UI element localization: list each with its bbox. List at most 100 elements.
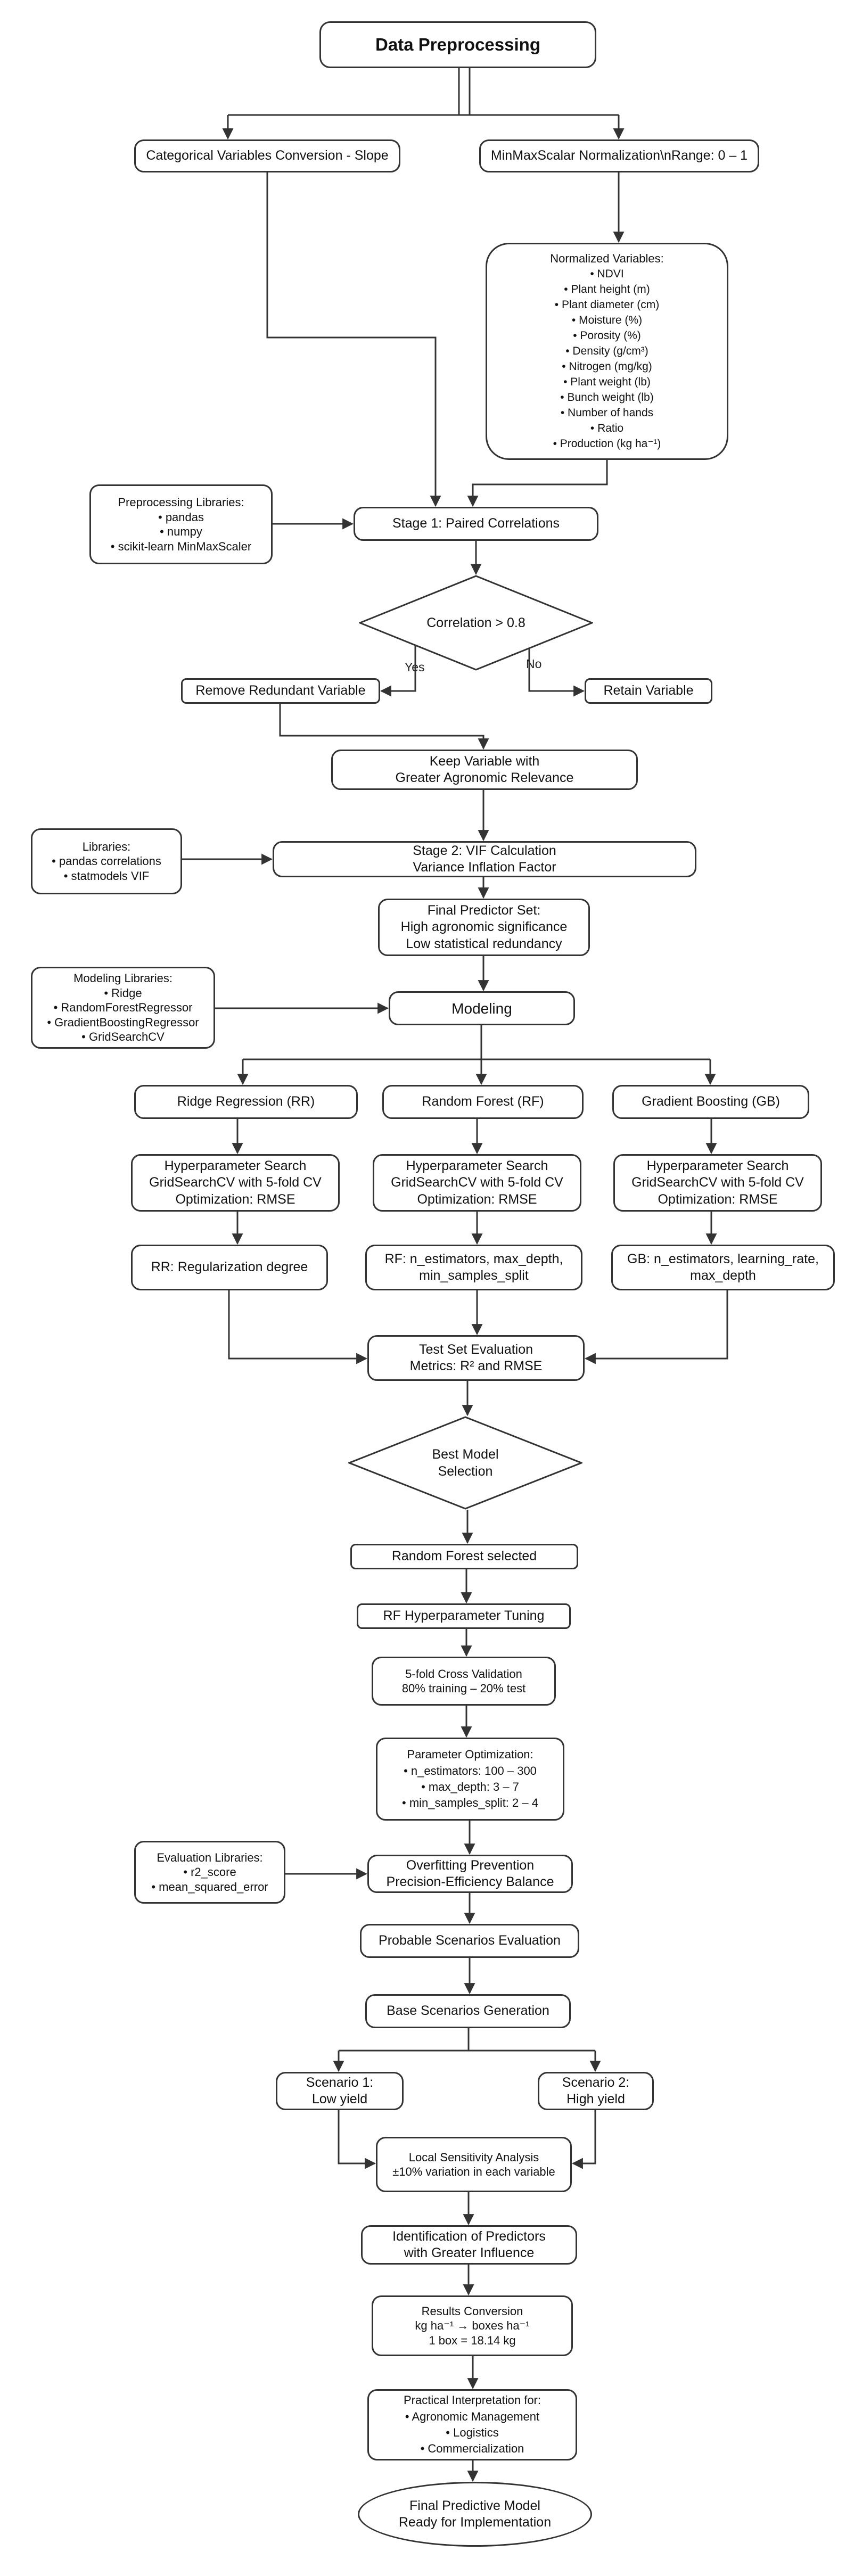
node-text-line: Low statistical redundancy — [406, 936, 562, 951]
node-text-line: Data Preprocessing — [375, 35, 540, 55]
node-text-line: • RandomForestRegressor — [53, 1001, 193, 1015]
node-text-line: • Ratio — [590, 422, 624, 435]
node-text-line: Precision-Efficiency Balance — [386, 1874, 554, 1889]
node-text-line: • min_samples_split: 2 – 4 — [402, 1796, 538, 1810]
node-libraries-vif: Libraries:• pandas correlations• statmod… — [31, 828, 182, 894]
node-scenario1: Scenario 1:Low yield — [276, 2072, 404, 2110]
node-text-line: Parameter Optimization: — [407, 1748, 533, 1762]
edge-scenario1-to-sensitivity — [338, 2110, 376, 2169]
edge-label-no: No — [526, 657, 542, 671]
node-modeling-libraries: Modeling Libraries:• Ridge• RandomForest… — [31, 967, 215, 1049]
node-text-line: • GradientBoostingRegressor — [47, 1015, 199, 1029]
node-text-line: Categorical Variables Conversion - Slope — [146, 148, 389, 163]
node-text-line: GridSearchCV with 5-fold CV — [391, 1175, 563, 1190]
node-text-line: Modeling — [451, 1000, 512, 1017]
node-practical-interpretation: Practical Interpretation for: • Agronomic… — [367, 2389, 577, 2460]
node-text-line: 1 box = 18.14 kg — [429, 2333, 516, 2347]
node-stage1: Stage 1: Paired Correlations — [354, 507, 598, 541]
node-text-line: • GridSearchCV — [81, 1030, 165, 1044]
node-minmax-normalization: MinMaxScalar Normalization\nRange: 0 – 1 — [479, 139, 759, 172]
node-text-line: Random Forest selected — [391, 1549, 537, 1564]
edge-remove-to-keep — [279, 704, 489, 750]
node-text-line: • Logistics — [446, 2426, 499, 2439]
node-text-line: Optimization: RMSE — [175, 1191, 295, 1207]
node-text-line: Libraries: — [82, 840, 131, 853]
node-text-line: Base Scenarios Generation — [387, 2003, 549, 2019]
node-text-line: • scikit-learn MinMaxScaler — [110, 539, 252, 553]
node-text-line: Scenario 1: — [306, 2075, 374, 2090]
node-text-line: • Commercialization — [420, 2442, 524, 2456]
node-data-preprocessing: Data Preprocessing — [319, 21, 596, 68]
node-text-line: High yield — [566, 2092, 625, 2106]
node-base-scenarios: Base Scenarios Generation — [365, 1994, 571, 2028]
node-scenario2: Scenario 2: High yield — [538, 2072, 654, 2110]
node-text-line: Keep Variable with — [429, 753, 540, 769]
node-text-line: RF: n_estimators, max_depth, — [384, 1251, 563, 1266]
node-text-line: GridSearchCV with 5-fold CV — [149, 1175, 322, 1190]
node-text-line: Optimization: RMSE — [658, 1191, 778, 1207]
node-text-line: • Porosity (%) — [573, 330, 641, 342]
node-text-line: Correlation > 0.8 — [426, 615, 525, 630]
node-text-line: Local Sensitivity Analysis — [408, 2150, 539, 2164]
node-text-line: Modeling Libraries: — [73, 972, 173, 985]
node-text-line: with Greater Influence — [404, 2245, 535, 2260]
node-text-line: Metrics: R² and RMSE — [409, 1359, 543, 1373]
node-modeling: Modeling — [389, 991, 575, 1025]
node-text-line: ±10% variation in each variable — [392, 2165, 555, 2178]
node-text-line: • max_depth: 3 – 7 — [421, 1780, 519, 1793]
node-text-line: RF Hyperparameter Tuning — [383, 1608, 545, 1624]
node-text-line: High agronomic significance — [400, 919, 568, 935]
node-text-line: GridSearchCV with 5-fold CV — [631, 1175, 804, 1190]
node-text-line: • pandas correlations — [52, 854, 161, 868]
node-text-line: Hyperparameter Search — [164, 1158, 307, 1174]
node-text-line: Scenario 2: — [562, 2075, 630, 2090]
node-text-line: • Number of hands — [560, 407, 654, 419]
node-text-line: • Production (kg ha⁻¹) — [553, 438, 661, 450]
node-text-line: Remove Redundant Variable — [195, 683, 366, 698]
node-text-line: • Density (g/cm³) — [565, 345, 648, 358]
node-text-line: • Agronomic Management — [405, 2409, 540, 2423]
edge-no-to-retain — [528, 646, 585, 697]
node-final-predictor-set: Final Predictor Set:High agronomic signi… — [378, 899, 590, 956]
node-text-line: RR: Regularization degree — [151, 1260, 308, 1275]
node-text-line: • Ridge — [104, 986, 142, 1000]
edge-gb-to-test — [584, 1290, 728, 1364]
node-rr-params: RR: Regularization degree — [131, 1245, 328, 1290]
node-text-line: Stage 2: VIF Calculation — [413, 843, 556, 858]
edge-normalized-to-stage1 — [467, 460, 608, 507]
node-text-line: • Bunch weight (lb) — [560, 391, 654, 404]
node-text-line: MinMaxScalar Normalization\nRange: 0 – 1 — [490, 148, 748, 163]
node-text-line: Test Set Evaluation — [418, 1342, 533, 1357]
node-text-line: Practical Interpretation for: — [403, 2393, 541, 2407]
node-text-line: Hyperparameter Search — [406, 1158, 548, 1174]
node-ridge: Ridge Regression (RR) — [134, 1085, 358, 1119]
node-text-line: • mean_squared_error — [151, 1880, 268, 1894]
node-text-line: • statmodels VIF — [63, 869, 150, 883]
node-text-line: Stage 1: Paired Correlations — [392, 516, 560, 531]
node-param-optimization: Parameter Optimization:• n_estimators: 1… — [376, 1738, 564, 1821]
node-preprocessing-libraries: Preprocessing Libraries:• pandas• numpy•… — [89, 484, 273, 564]
node-text-line: Overfitting Prevention — [406, 1857, 535, 1873]
node-random-forest: Random Forest (RF) — [382, 1085, 584, 1119]
node-rf-params: RF: n_estimators, max_depth,min_samples_… — [365, 1245, 582, 1290]
node-text-line: • numpy — [160, 525, 202, 538]
edge-rr-to-test — [228, 1290, 368, 1364]
node-evaluation-libraries: Evaluation Libraries:• r2_score• mean_sq… — [134, 1841, 285, 1904]
node-text-line: Optimization: RMSE — [417, 1191, 537, 1207]
node-text-line: Preprocessing Libraries: — [118, 496, 244, 509]
node-sensitivity: Local Sensitivity Analysis±10% variation… — [376, 2137, 572, 2192]
node-categorical-conversion: Categorical Variables Conversion - Slope — [134, 139, 400, 172]
node-probable-scenarios: Probable Scenarios Evaluation — [360, 1924, 579, 1958]
node-text-line: Gradient Boosting (GB) — [642, 1094, 780, 1109]
node-rf-tuning: RF Hyperparameter Tuning — [357, 1603, 571, 1629]
